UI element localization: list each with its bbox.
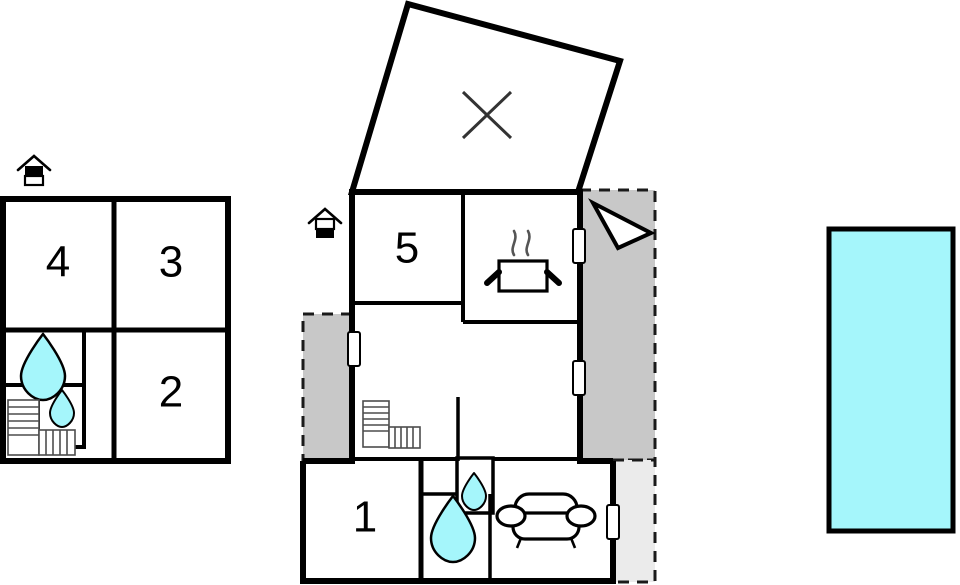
room-label-2: 2 xyxy=(159,368,183,417)
swimming-pool xyxy=(826,226,956,534)
sofa-icon xyxy=(495,492,597,549)
window xyxy=(572,228,586,264)
terrace-west xyxy=(301,312,357,463)
room-label-3: 3 xyxy=(159,238,183,287)
room-label-4: 4 xyxy=(46,238,70,287)
left-building: 4 3 2 xyxy=(0,154,231,464)
unused-area-cross-icon xyxy=(461,90,513,140)
entrance-house-icon xyxy=(307,207,343,240)
center-main-outline xyxy=(349,189,583,463)
stairs-icon xyxy=(7,399,76,456)
room-label-1: 1 xyxy=(353,493,377,542)
window xyxy=(606,504,620,540)
room-label-5: 5 xyxy=(395,224,419,273)
window xyxy=(347,331,361,367)
stairs-icon xyxy=(362,400,421,449)
attic-outline xyxy=(347,0,624,195)
window xyxy=(572,360,586,396)
center-building: 5 xyxy=(300,0,657,584)
cooking-pot-icon xyxy=(484,229,562,293)
pool-outline xyxy=(826,226,956,534)
entrance-house-icon xyxy=(16,154,52,187)
direction-arrow-icon xyxy=(588,198,656,251)
